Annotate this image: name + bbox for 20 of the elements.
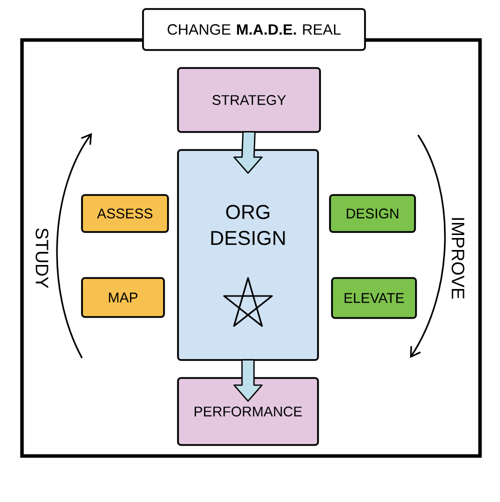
strategy-box [177,67,321,133]
center-box [177,149,319,361]
node-label: PERFORMANCE [194,406,302,416]
title-box [142,8,366,51]
node-label: MAP [108,292,138,302]
block-arrow [233,359,263,402]
result-box [177,377,319,446]
step-box [81,194,169,233]
node-label: STRATEGY [212,95,286,105]
node-label: ORG DESIGN [211,204,285,246]
step-box [81,277,165,318]
side-label: STUDY [36,228,48,288]
node-label: DESIGN [346,208,398,218]
step-box [329,194,416,233]
node-label: CHANGE M.A.D.E. REAL [168,24,341,35]
node-label: ASSESS [97,208,152,218]
node-label: ELEVATE [344,293,404,303]
block-arrow [233,131,263,174]
step-box [331,277,417,319]
side-label: IMPROVE [452,218,464,299]
